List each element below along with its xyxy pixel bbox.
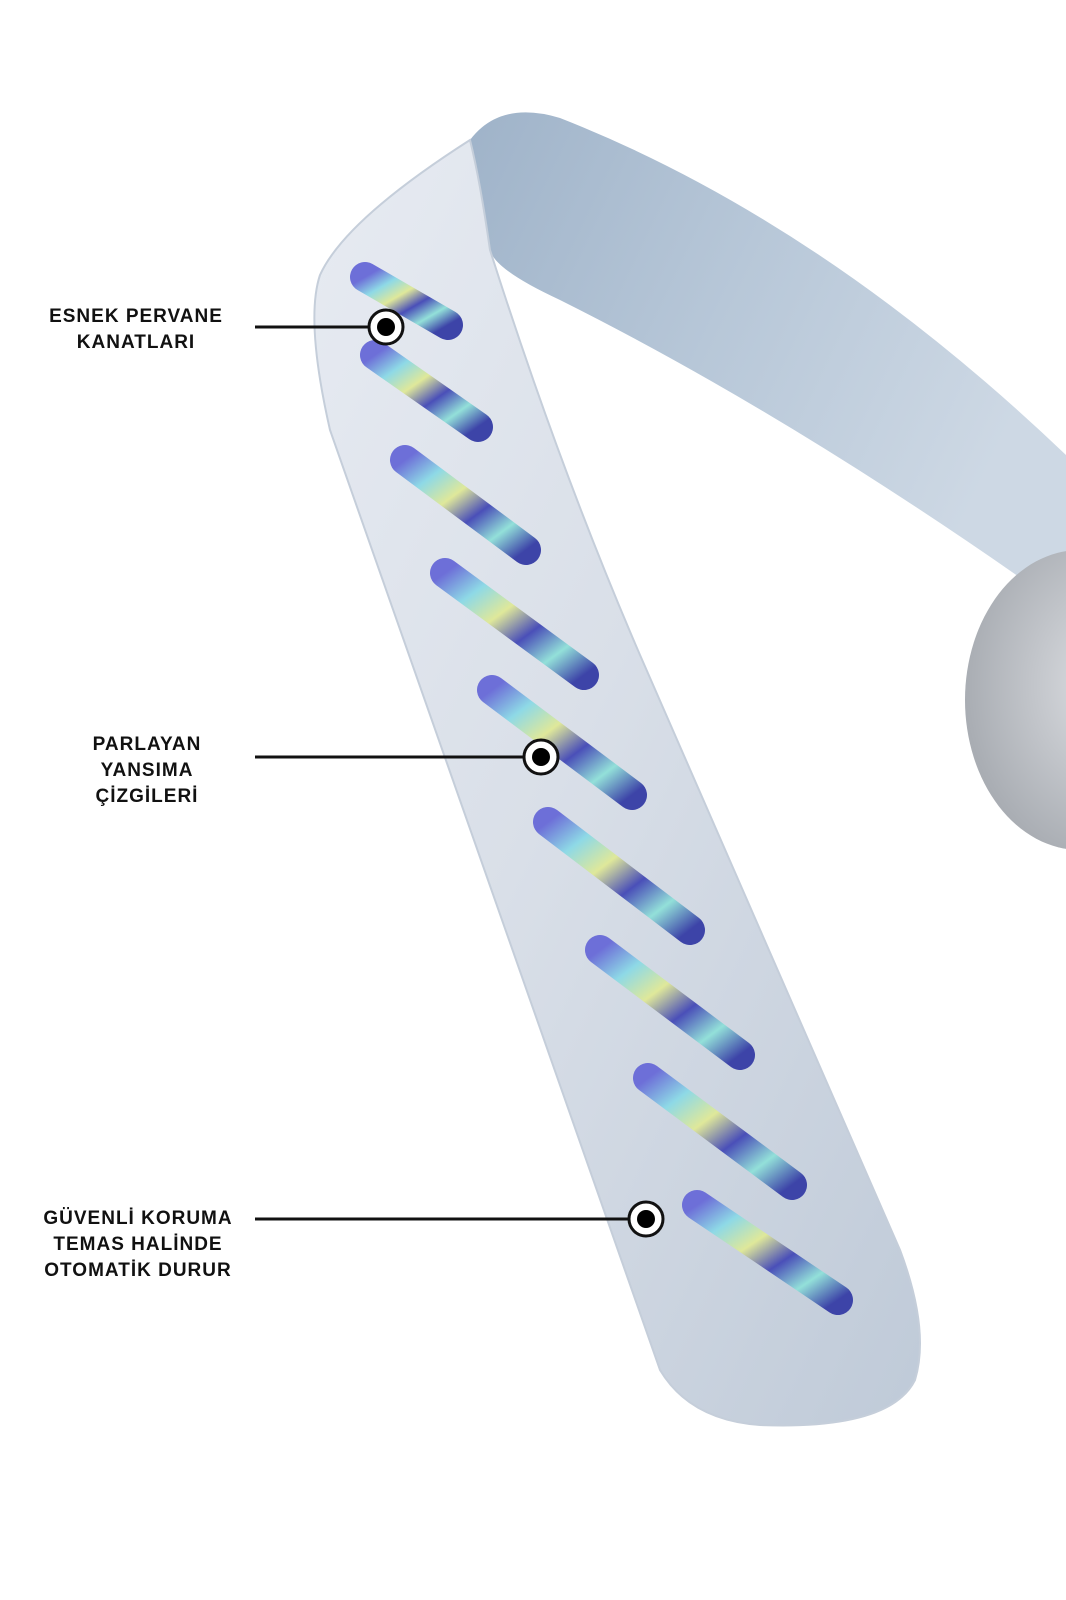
callout-reflective-lines-label: PARLAYAN YANSIMA ÇİZGİLERİ bbox=[52, 732, 242, 810]
reflective-slot bbox=[360, 340, 493, 442]
callout-2-line-3: ÇİZGİLERİ bbox=[95, 786, 199, 807]
reflective-slot bbox=[430, 558, 599, 690]
propeller-hub bbox=[965, 551, 1066, 849]
callout-2-line-1: PARLAYAN bbox=[92, 734, 202, 755]
reflective-slot bbox=[477, 675, 647, 810]
callout-2-marker bbox=[532, 748, 550, 766]
callout-3-line-2: TEMAS HALİNDE bbox=[53, 1234, 223, 1255]
reflective-slot bbox=[633, 1063, 807, 1200]
reflective-slot bbox=[533, 807, 705, 945]
callout-3-line-3: OTOMATİK DURUR bbox=[44, 1260, 232, 1281]
reflective-slot-group bbox=[350, 262, 853, 1315]
callout-1-line-2: KANATLARI bbox=[76, 332, 196, 353]
callout-1-pointer bbox=[255, 308, 405, 346]
callout-1-line-1: ESNEK PERVANE bbox=[49, 306, 223, 327]
reflective-slot bbox=[585, 935, 755, 1070]
callout-3-pointer bbox=[255, 1200, 665, 1238]
callout-2-line-2: YANSIMA bbox=[100, 760, 194, 781]
reflective-slot bbox=[350, 262, 463, 340]
callout-safe-protection-label: GÜVENLİ KORUMA TEMAS HALİNDE OTOMATİK DU… bbox=[22, 1206, 254, 1284]
reflective-slot bbox=[682, 1190, 853, 1315]
reflective-slot bbox=[390, 445, 541, 565]
callout-3-line-1: GÜVENLİ KORUMA bbox=[43, 1208, 233, 1229]
callout-3-marker bbox=[637, 1210, 655, 1228]
callout-flexible-blades-label: ESNEK PERVANE KANATLARI bbox=[36, 304, 236, 356]
callout-1-marker bbox=[377, 318, 395, 336]
callout-2-pointer bbox=[255, 738, 560, 776]
blade-back-surface bbox=[470, 112, 1066, 610]
